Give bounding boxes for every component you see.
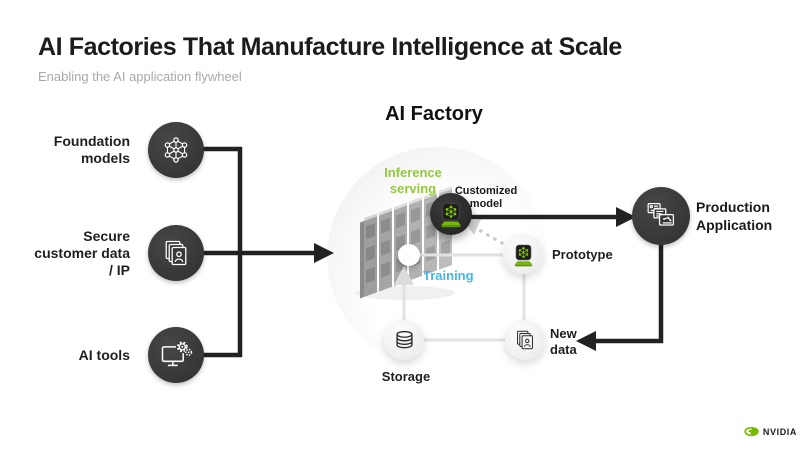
storage-label: Storage <box>381 369 431 384</box>
page-subtitle: Enabling the AI application flywheel <box>38 69 242 84</box>
rack-column <box>364 213 377 297</box>
input-label-secure-data: Secure customer data / IP <box>34 228 130 279</box>
database-icon <box>395 330 413 348</box>
prototype-label: Prototype <box>552 247 613 262</box>
secure-data-node <box>148 225 204 281</box>
new-data-label: New data <box>550 326 577 357</box>
neural-network-icon <box>164 137 188 163</box>
customized-model-label: Customized model <box>454 185 518 211</box>
rack-column <box>409 196 422 281</box>
foundation-models-node <box>148 122 204 178</box>
training-label: Training <box>423 268 474 283</box>
brand-logo: NVIDIA <box>744 426 797 437</box>
nim-cube-icon <box>514 244 532 266</box>
page-title: AI Factories That Manufacture Intelligen… <box>38 33 622 61</box>
documents-icon <box>517 330 533 350</box>
brand-name: NVIDIA <box>762 426 797 437</box>
production-application-label: Production Application <box>696 199 773 233</box>
rack-column <box>379 207 392 292</box>
prototype-node <box>503 234 543 274</box>
app-windows-icon <box>647 203 674 226</box>
inference-serving-label: Inference serving <box>384 165 442 196</box>
secure-documents-icon <box>165 240 187 266</box>
factory-heading: AI Factory <box>385 103 483 125</box>
ai-tools-node <box>148 327 204 383</box>
nim-cube-icon <box>441 203 461 228</box>
flywheel-junction-node <box>398 244 420 266</box>
input-label-foundation-models: Foundation models <box>53 133 130 167</box>
new-data-node <box>505 320 545 360</box>
storage-node <box>384 320 424 360</box>
nvidia-eye-icon <box>744 426 759 437</box>
monitor-gears-icon <box>161 340 193 367</box>
production-application-node <box>632 187 690 245</box>
input-label-ai-tools: AI tools <box>78 347 130 363</box>
